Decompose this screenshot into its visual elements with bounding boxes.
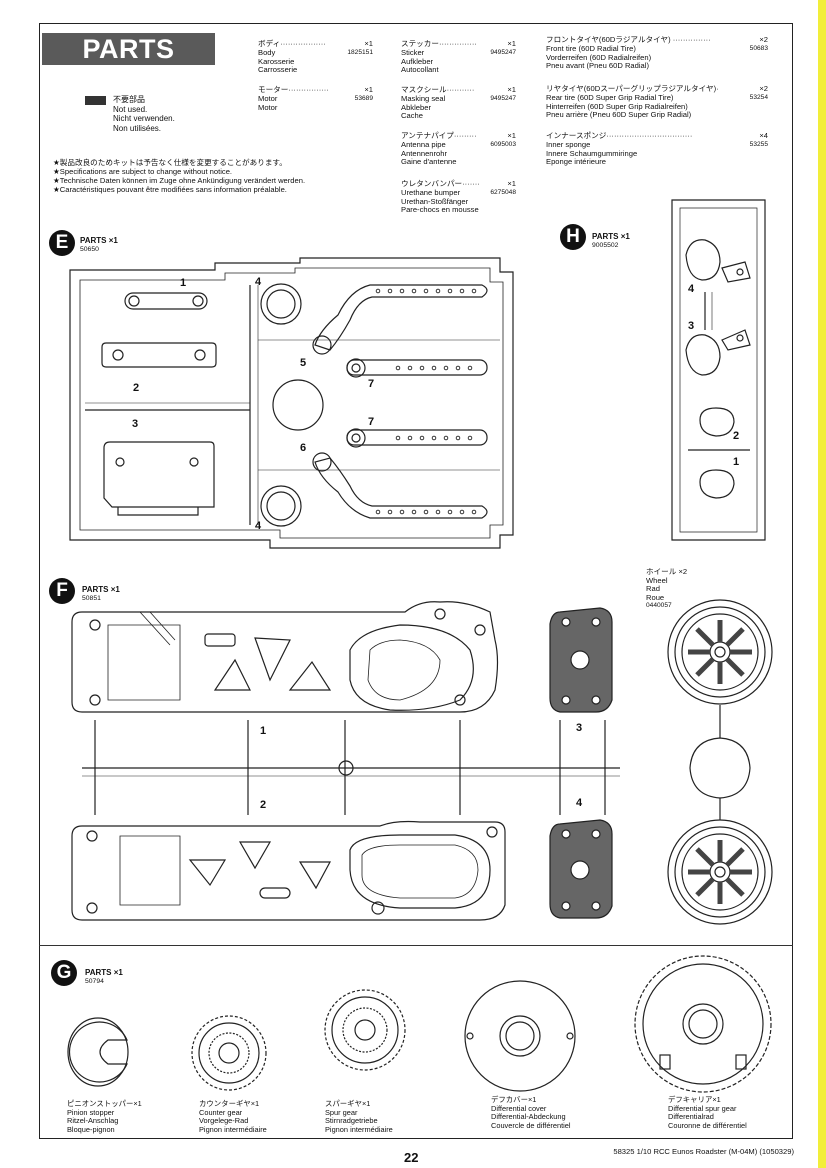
legend-fr: Non utilisées. [113,123,162,133]
legend-en: Not used. [113,104,148,114]
page-number: 22 [404,1150,419,1165]
f-part-1-label: 1 [260,725,267,737]
f-bulkhead-parts [549,607,613,919]
f-sprue-runner [82,720,620,815]
note-de: ★Technische Daten können im Zuge ohne An… [53,176,306,185]
f-chassis-plate-2 [71,820,506,921]
margin-color-strip [818,0,826,1168]
pinion-stopper [67,1017,129,1087]
e-part-1-label: 1 [180,277,187,289]
note-en: ★Specifications are subject to change wi… [53,167,233,176]
legend-jp: 不要部品 [113,95,145,104]
part-inner-sponge: インナースポンジ································… [546,131,768,167]
wheel-top [667,599,773,705]
legend-de: Nicht verwenden. [113,114,175,123]
e-part-5-label: 5 [300,357,307,369]
differential-spur-gear [634,955,772,1093]
section-divider [39,945,793,946]
not-used-swatch [85,96,106,105]
f-part-2-label: 2 [260,799,267,811]
section-g-marker: G [51,960,77,986]
spur-gear [324,989,406,1071]
h-part-3-label: 3 [688,320,695,332]
e-part-3-label: 3 [132,418,139,430]
note-fr: ★Caractéristiques pouvant être modifiées… [53,185,287,194]
h-part-4-label: 4 [688,283,695,295]
e-part-2-label: 2 [133,382,140,394]
e-part-4b-label: 4 [255,520,262,532]
f-part-4-label: 4 [576,797,583,809]
wheel-sprue-ring [689,705,751,820]
note-jp: ★製品改良のためキットは予告なく仕様を変更することがあります。 [53,158,287,167]
f-part-3-label: 3 [576,722,583,734]
not-used-legend: 不要部品 Not used. Nicht verwenden. Non util… [113,95,175,133]
counter-gear [191,1015,267,1091]
f-chassis-plate-1 [71,601,499,713]
page-title: PARTS [42,33,215,65]
wheel-bottom [667,819,773,925]
differential-cover [464,980,576,1092]
e-part-6-label: 6 [300,442,307,454]
e-sprue [69,257,514,549]
section-f-marker: F [49,578,75,604]
e-part-7a-label: 7 [368,378,375,390]
spec-notes: ★製品改良のためキットは予告なく仕様を変更することがあります。 ★Specifi… [53,158,305,194]
e-part-7b-label: 7 [368,416,375,428]
footer-model-info: 58325 1/10 RCC Eunos Roadster (M-04M) (1… [613,1147,794,1156]
section-e-marker: E [49,230,75,256]
e-part-4a-label: 4 [255,276,262,288]
h-sprue [671,199,766,541]
h-part-1-label: 1 [733,456,740,468]
section-h-marker: H [560,224,586,250]
page-frame [39,23,793,1139]
h-part-2-label: 2 [733,430,740,442]
